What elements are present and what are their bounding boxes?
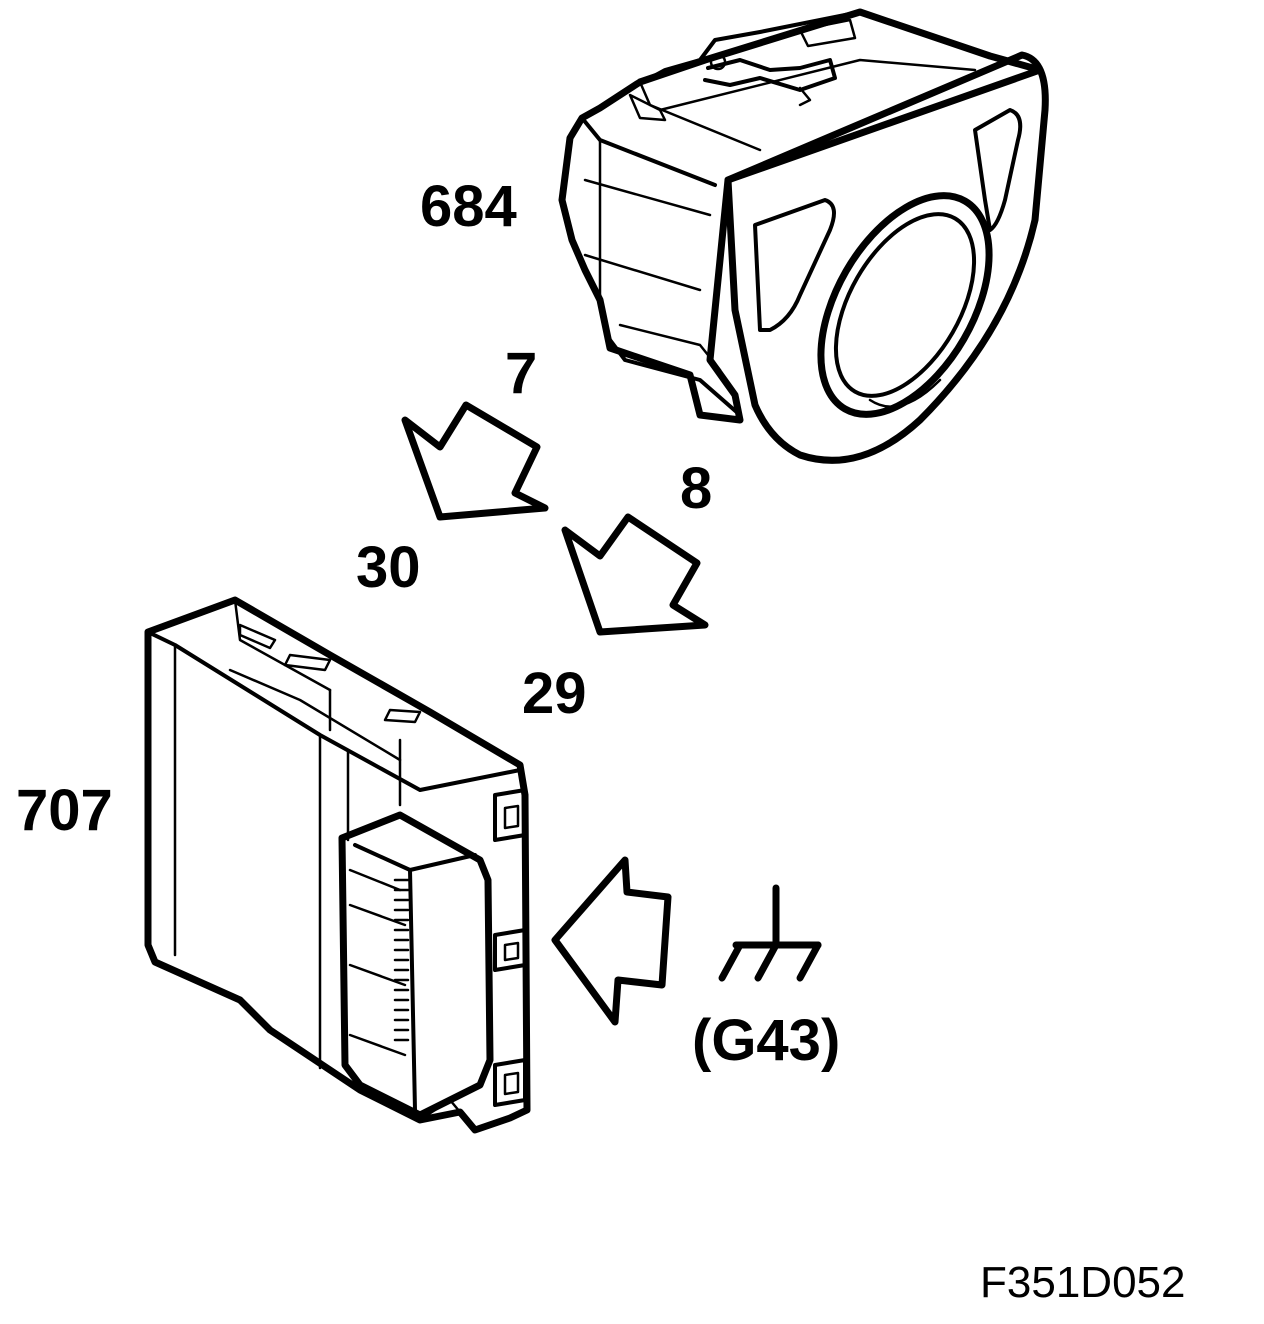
label-pin-7: 7 (505, 341, 537, 406)
label-707: 707 (16, 778, 113, 843)
label-ground-g43: (G43) (692, 1008, 840, 1073)
label-684: 684 (420, 174, 517, 239)
ground-symbol (718, 884, 822, 982)
arrow-pin-7-to-30 (401, 401, 549, 521)
figure-reference: F351D052 (980, 1258, 1185, 1307)
arrow-pin-8-to-29 (561, 513, 709, 636)
label-pin-8: 8 (680, 456, 712, 521)
light-switch-684 (558, 8, 1049, 464)
control-module-707 (144, 596, 531, 1134)
arrow-ground-to-module (551, 856, 672, 1026)
label-pin-30: 30 (356, 535, 421, 600)
label-pin-29: 29 (522, 661, 587, 726)
